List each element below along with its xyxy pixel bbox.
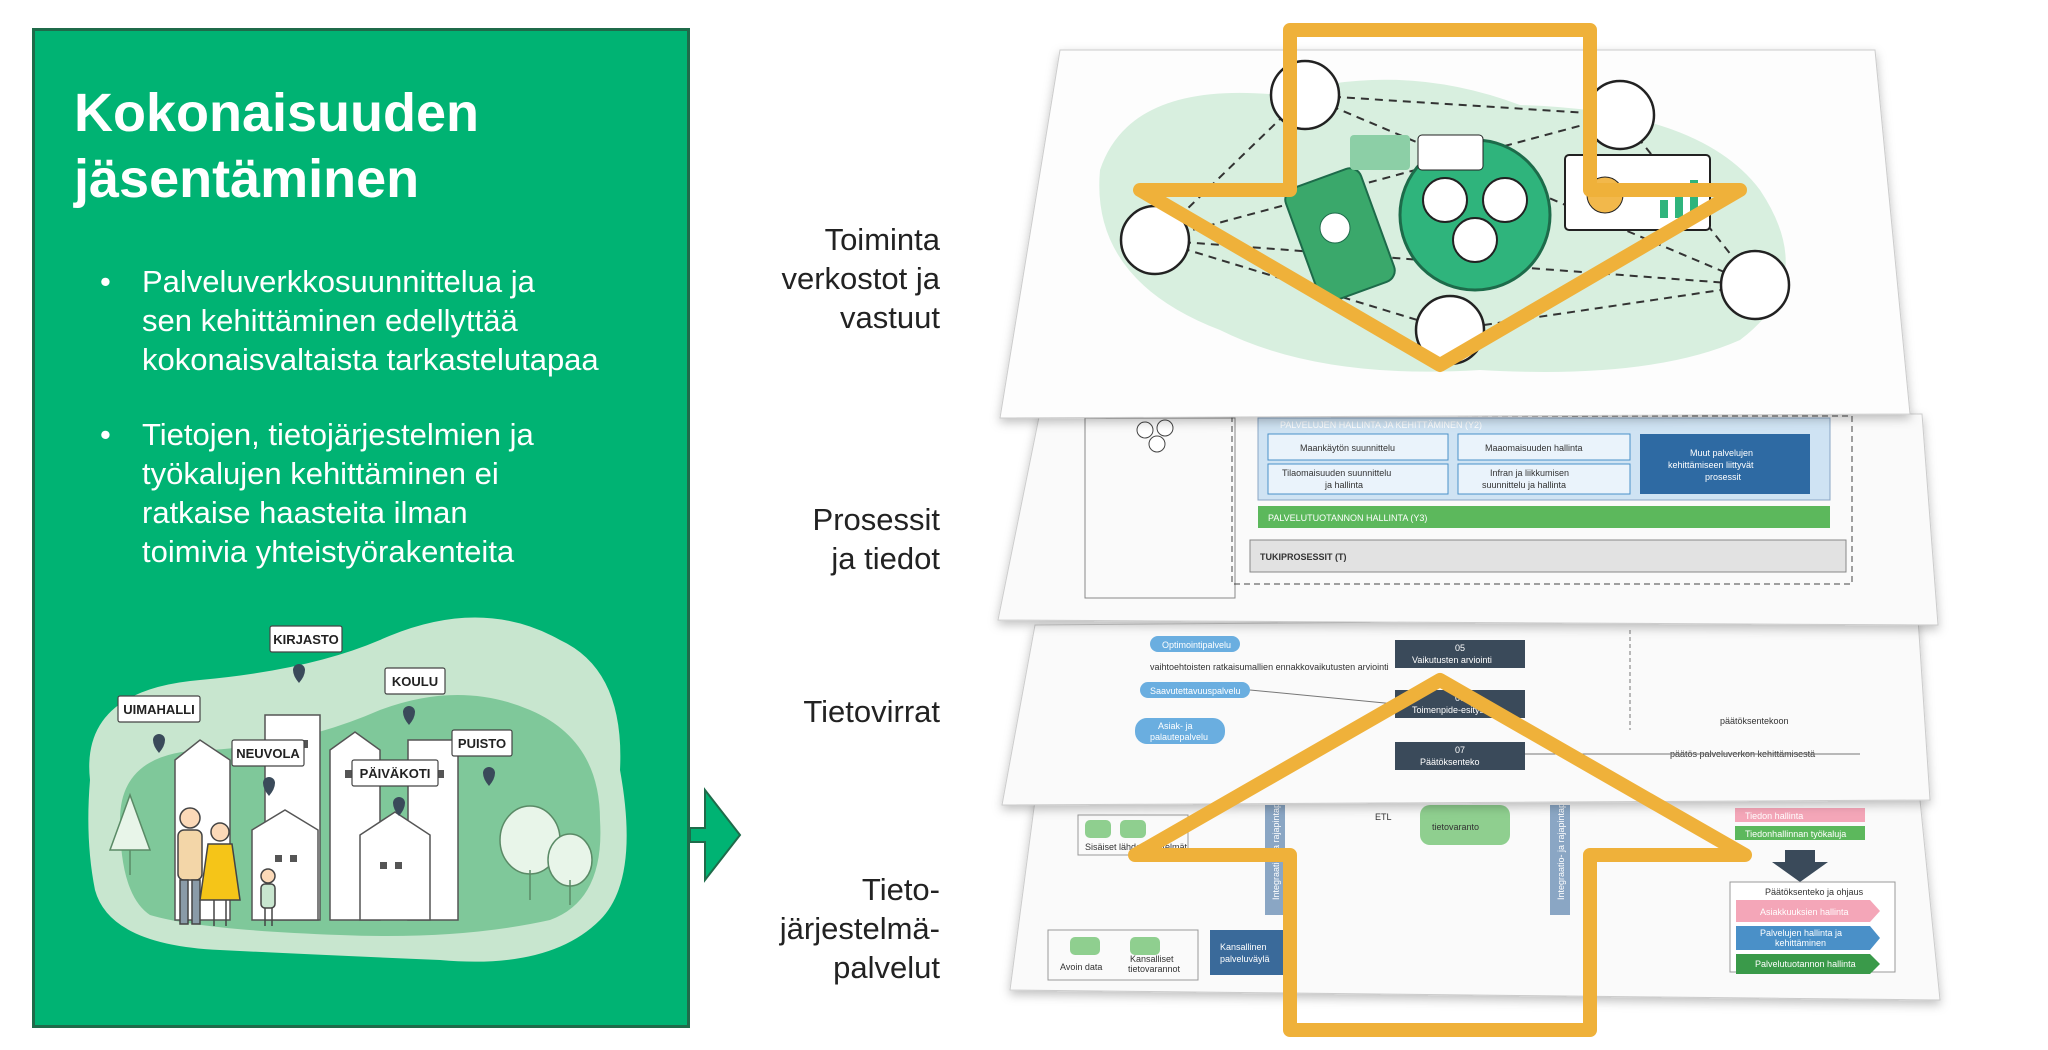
national-data-label-b: tietovarannot xyxy=(1128,964,1181,974)
systems-layer: Sisäiset lähdejärjestelmät ETL tietovara… xyxy=(1009,776,1941,1001)
panel-title-line2: jäsentäminen xyxy=(74,149,420,209)
national-data-label-a: Kansalliset xyxy=(1130,954,1174,964)
layer-label-dataflows: Tietovirrat xyxy=(803,694,940,729)
decision2a-label: Palvelujen hallinta ja xyxy=(1760,928,1842,938)
flow-note-decision: päätöksentekoon xyxy=(1720,716,1789,726)
process-box-infra-a: Infran ja liikkumisen xyxy=(1490,468,1569,478)
gateway-label-a: Kansallinen xyxy=(1220,942,1267,952)
chat-bubble-icon xyxy=(1417,134,1484,171)
pill-customer-b: palautepalvelu xyxy=(1150,732,1208,742)
panel-title-line1: Kokonaisuuden xyxy=(74,83,480,143)
pill-customer-a: Asiak- ja xyxy=(1158,721,1193,731)
decision-header: Päätöksenteko ja ohjaus xyxy=(1765,887,1864,897)
down-arrow-icon xyxy=(1133,23,1747,372)
panel-arrow-icon xyxy=(689,787,742,883)
person-avatar-icon xyxy=(1719,249,1791,321)
gateway-label-b: palveluväylä xyxy=(1220,954,1270,964)
panel-bullet: Palveluverkkosuunnittelua ja sen kehittä… xyxy=(100,262,670,379)
process-box-facilities-b: ja hallinta xyxy=(1324,480,1363,490)
label-koulu: KOULU xyxy=(392,674,438,689)
process-box-other-b: kehittämiseen liittyvät xyxy=(1668,460,1754,470)
process-header: PALVELUJEN HALLINTA JA KEHITTÄMINEN (Y2) xyxy=(1280,420,1482,430)
step07-number: 07 xyxy=(1455,745,1465,755)
open-data-label: Avoin data xyxy=(1060,962,1102,972)
process-box-land-use: Maankäytön suunnittelu xyxy=(1300,443,1395,453)
process-box-facilities-a: Tilaomaisuuden suunnittelu xyxy=(1282,468,1391,478)
pill-accessibility: Saavutettavuuspalvelu xyxy=(1150,686,1241,696)
pill-optimization: Optimointipalvelu xyxy=(1162,640,1231,650)
dataflow-layer: Optimointipalvelu Saavutettavuuspalvelu … xyxy=(1001,617,1931,806)
decision3-label: Palvelutuotannon hallinta xyxy=(1755,959,1856,969)
up-arrow-icon xyxy=(1128,673,1752,1037)
process-box-land-property: Maaomaisuuden hallinta xyxy=(1485,443,1583,453)
label-neuvola: NEUVOLA xyxy=(236,746,300,761)
process-layer: PALVELUJEN HALLINTA JA KEHITTÄMINEN (Y2)… xyxy=(997,411,1939,626)
step07-label: Päätöksenteko xyxy=(1420,757,1480,767)
step05-label: Vaikutusten arviointi xyxy=(1412,655,1492,665)
integration-label-1: Integraatio- ja rajapintapalvelut xyxy=(1271,776,1281,900)
etl-label: ETL xyxy=(1375,812,1392,822)
process-y3: PALVELUTUOTANNON HALLINTA (Y3) xyxy=(1268,513,1427,523)
person-avatar-icon xyxy=(1269,59,1341,131)
label-paivakoti: PÄIVÄKOTI xyxy=(360,766,431,781)
step05-number: 05 xyxy=(1455,643,1465,653)
panel-bullet-list: Palveluverkkosuunnittelua ja sen kehittä… xyxy=(100,262,670,607)
chat-bubble-icon xyxy=(1350,135,1410,170)
panel-title: Kokonaisuuden jäsentäminen xyxy=(74,80,674,212)
label-uimahalli: UIMAHALLI xyxy=(123,702,195,717)
label-kirjasto: KIRJASTO xyxy=(273,632,339,647)
layer-label-processes: Prosessit ja tiedot xyxy=(812,502,940,576)
tool1-label: Tiedon hallinta xyxy=(1745,811,1803,821)
panel-bullet: Tietojen, tietojärjestelmien ja työkaluj… xyxy=(100,415,670,571)
process-box-infra-b: suunnittelu ja hallinta xyxy=(1482,480,1566,490)
decision2b-label: kehittäminen xyxy=(1775,938,1826,948)
label-puisto: PUISTO xyxy=(458,736,506,751)
integration-label-2: Integraatio- ja rajapintapalvelut xyxy=(1556,776,1566,900)
decision1-label: Asiakkuuksien hallinta xyxy=(1760,907,1849,917)
process-t: TUKIPROSESSIT (T) xyxy=(1260,552,1347,562)
process-box-other-a: Muut palvelujen xyxy=(1690,448,1753,458)
tool2-label: Tiedonhallinnan työkaluja xyxy=(1745,829,1846,839)
warehouse-label: tietovaranto xyxy=(1432,822,1479,832)
town-illustration: UIMAHALLI KIRJASTO KOULU NEUVOLA PUISTO … xyxy=(88,617,627,962)
layer-label-systems: Tieto- järjestelmä- palvelut xyxy=(779,872,940,985)
flow-note-alternatives: vaihtoehtoisten ratkaisumallien ennakkov… xyxy=(1150,662,1389,672)
step06-label: Toimenpide-esitys xyxy=(1412,705,1485,715)
process-box-other-c: prosessit xyxy=(1705,472,1742,482)
layer-label-networks: Toiminta verkostot ja vastuut xyxy=(781,222,940,335)
